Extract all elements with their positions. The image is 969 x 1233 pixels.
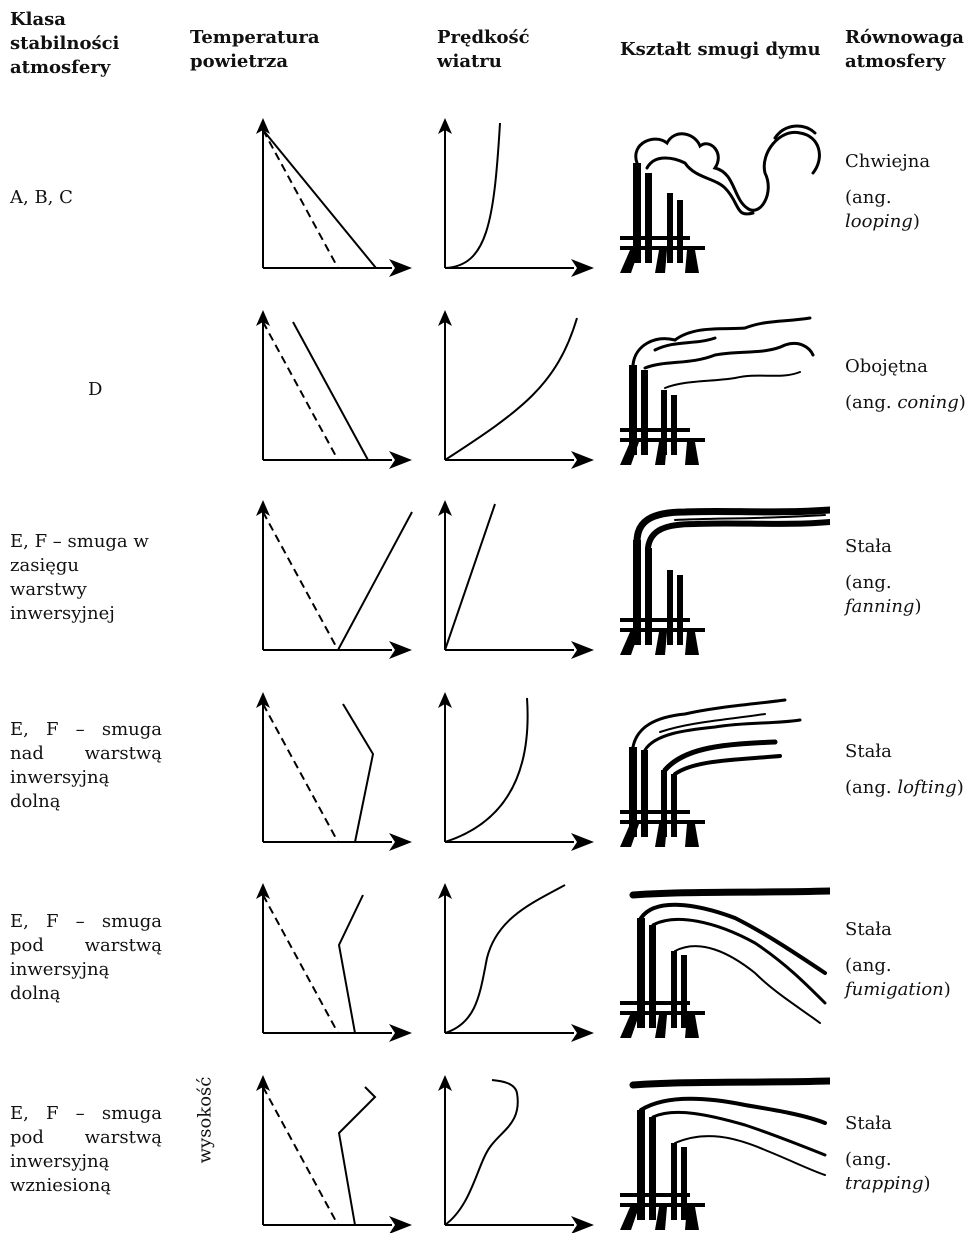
wind-graph-row-5 — [432, 883, 602, 1038]
stability-class-row-5: E, F – smuga pod warstwą inwersyjną doln… — [10, 910, 162, 1006]
wind-graph-row-2 — [432, 310, 602, 465]
temperature-graph-row-1 — [250, 118, 420, 273]
english-term: coning — [897, 392, 958, 413]
equilibrium-row-6: Stała (ang. trapping) — [845, 1112, 969, 1196]
coning-plume-icon — [615, 310, 830, 465]
equilibrium-row-4: Stała (ang. lofting) — [845, 740, 969, 800]
header-equilibrium: Równowaga atmosfery — [845, 26, 964, 74]
wind-graph-row-4 — [432, 692, 602, 847]
equilibrium-row-2: Obojętna (ang. coning) — [845, 355, 969, 415]
stability-class-row-2: D — [88, 378, 102, 402]
equilibrium-row-3: Stała (ang. fanning) — [845, 535, 969, 619]
fanning-plume-icon — [615, 500, 830, 655]
stability-class-row-4: E, F – smuga nad warstwą inwersyjną doln… — [10, 718, 162, 814]
english-term: lofting — [897, 777, 956, 798]
equilibrium-row-5: Stała (ang. fumigation) — [845, 918, 969, 1002]
temperature-graph-row-6 — [250, 1075, 420, 1230]
y-axis-label: wysokość — [195, 1077, 216, 1164]
equilibrium-name: Stała — [845, 1112, 969, 1136]
stability-class-row-3: E, F – smuga w zasięgu warstwy inwersyjn… — [10, 530, 162, 626]
header-wind: Prędkość wiatru — [437, 26, 530, 74]
english-term: fumigation — [845, 979, 944, 1000]
equilibrium-name: Stała — [845, 535, 969, 559]
equilibrium-row-1: Chwiejna (ang. looping) — [845, 150, 969, 234]
stability-class-row-1: A, B, C — [10, 186, 162, 210]
equilibrium-name: Obojętna — [845, 355, 969, 379]
wind-graph-row-6 — [432, 1075, 602, 1230]
temperature-graph-row-3 — [250, 500, 420, 655]
english-term: trapping — [845, 1173, 924, 1194]
stability-class-row-6: E, F – smuga pod warstwą inwersyjną wzni… — [10, 1102, 162, 1198]
equilibrium-name: Stała — [845, 918, 969, 942]
header-temperature: Temperatura powietrza — [190, 26, 320, 74]
fumigation-plume-icon — [615, 883, 830, 1038]
header-class: Klasa stabilności atmosfery — [10, 8, 119, 80]
english-term: fanning — [845, 596, 914, 617]
header-plume: Kształt smugi dymu — [620, 38, 821, 62]
trapping-plume-icon — [615, 1075, 830, 1230]
looping-plume-icon — [615, 118, 830, 273]
wind-graph-row-1 — [432, 118, 602, 273]
wind-graph-row-3 — [432, 500, 602, 655]
lofting-plume-icon — [615, 692, 830, 847]
temperature-graph-row-4 — [250, 692, 420, 847]
temperature-graph-row-5 — [250, 883, 420, 1038]
temperature-graph-row-2 — [250, 310, 420, 465]
equilibrium-name: Stała — [845, 740, 969, 764]
equilibrium-name: Chwiejna — [845, 150, 969, 174]
english-term: looping — [845, 211, 913, 232]
